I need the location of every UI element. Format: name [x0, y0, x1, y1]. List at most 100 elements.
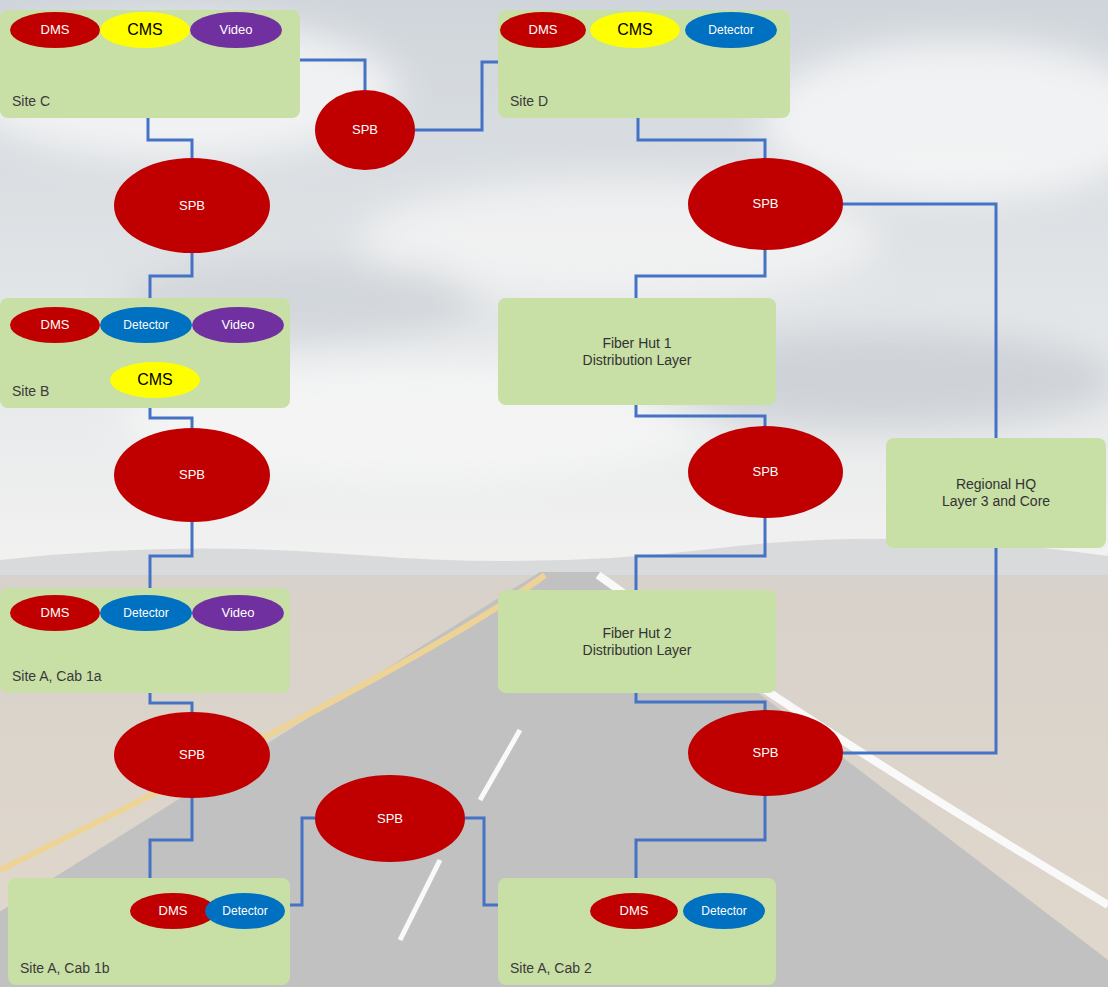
site-box: Site C DMS CMS Video: [0, 10, 300, 118]
connector-line: [636, 796, 765, 878]
ellipse-label: Detector: [222, 904, 267, 918]
ellipse-fill: [688, 426, 843, 518]
ellipse-label: CMS: [617, 20, 653, 39]
ellipse-label: SPB: [377, 811, 403, 827]
ellipse-fill: [590, 893, 678, 929]
ellipse-fill: [205, 893, 285, 929]
connector-line: [150, 693, 192, 712]
hub-box: Fiber Hut 2 Distribution Layer: [498, 590, 776, 693]
ellipse-label: DMS: [41, 317, 70, 333]
detector-ellipse: Detector: [685, 12, 777, 48]
ellipse-label: SPB: [179, 747, 205, 763]
ellipse-label: DMS: [529, 22, 558, 38]
connector-line: [843, 548, 996, 753]
dms-ellipse: DMS: [130, 893, 216, 929]
ellipse-fill: [114, 158, 270, 253]
hub-box: Fiber Hut 1 Distribution Layer: [498, 298, 776, 405]
connector-line: [415, 62, 498, 130]
connector-line: [843, 204, 996, 438]
ellipse-label: CMS: [137, 370, 173, 389]
dms-ellipse: DMS: [10, 595, 100, 631]
spb-ellipse: SPB: [114, 158, 270, 253]
ellipse-label: Detector: [123, 318, 168, 332]
ellipse-label: Video: [221, 605, 254, 621]
connector-line: [290, 818, 315, 905]
connector-line: [636, 518, 765, 590]
hub-box: Regional HQ Layer 3 and Core: [886, 438, 1106, 548]
video-ellipse: Video: [190, 12, 282, 48]
site-box: Site A, Cab 1aDMSDetectorVideo: [0, 588, 290, 693]
cms-ellipse: CMS: [100, 12, 190, 48]
connector-line: [150, 253, 192, 298]
site-box: Site A, Cab 2 DMS Detector: [498, 878, 776, 985]
ellipse-label: Detector: [708, 23, 753, 37]
box-label: Site C: [12, 93, 50, 110]
detector-ellipse: Detector: [205, 893, 285, 929]
ellipse-fill: [130, 893, 216, 929]
connector-line: [150, 408, 192, 428]
site-box: Site A, Cab 1b DMS Detector: [8, 878, 290, 985]
ellipse-fill: [100, 307, 192, 343]
ellipse-label: Detector: [701, 904, 746, 918]
dms-ellipse: DMS: [10, 307, 100, 343]
cms-ellipse: CMS: [110, 362, 200, 398]
connector-line: [150, 798, 192, 878]
spb-ellipse: SPB: [688, 426, 843, 518]
detector-ellipse: Detector: [100, 595, 192, 631]
ellipse-fill: [10, 307, 100, 343]
ellipse-fill: [500, 12, 586, 48]
video-ellipse: Video: [192, 595, 284, 631]
ellipse-label: CMS: [127, 20, 163, 39]
spb-ellipse: SPB: [315, 775, 465, 862]
ellipse-label: Detector: [123, 606, 168, 620]
ellipse-label: SPB: [752, 196, 778, 212]
connector-line: [636, 405, 765, 426]
ellipse-label: SPB: [179, 198, 205, 214]
box-label: Regional HQ Layer 3 and Core: [939, 476, 1053, 510]
connector-line: [465, 818, 498, 905]
detector-ellipse: Detector: [100, 307, 192, 343]
site-box: Site DDMSCMSDetector: [498, 10, 790, 118]
ellipse-fill: [100, 12, 190, 48]
ellipse-fill: [100, 595, 192, 631]
dms-ellipse: DMS: [10, 12, 100, 48]
ellipse-label: DMS: [41, 605, 70, 621]
connector-line: [638, 118, 765, 158]
connector-line: [150, 522, 192, 588]
connector-line: [300, 60, 365, 90]
ellipse-label: DMS: [620, 903, 649, 919]
spb-ellipse: SPB: [114, 428, 270, 522]
ellipse-fill: [114, 428, 270, 522]
spb-ellipse: SPB: [688, 158, 843, 250]
ellipse-label: SPB: [752, 464, 778, 480]
dms-ellipse: DMS: [500, 12, 586, 48]
detector-ellipse: Detector: [683, 893, 765, 929]
box-label: Fiber Hut 2 Distribution Layer: [580, 625, 694, 659]
ellipse-fill: [10, 12, 100, 48]
ellipse-fill: [190, 12, 282, 48]
box-label: Site A, Cab 2: [510, 960, 592, 977]
ellipse-label: DMS: [159, 903, 188, 919]
box-label: Site A, Cab 1b: [20, 960, 110, 977]
connector-line: [636, 250, 765, 298]
ellipse-fill: [192, 307, 284, 343]
ellipse-fill: [315, 90, 415, 170]
connector-line: [148, 118, 192, 158]
ellipse-label: SPB: [179, 467, 205, 483]
ellipse-fill: [683, 893, 765, 929]
connector-line: [636, 693, 765, 710]
ellipse-fill: [685, 12, 777, 48]
spb-ellipse: SPB: [688, 710, 843, 796]
dms-ellipse: DMS: [590, 893, 678, 929]
ellipse-fill: [110, 362, 200, 398]
video-ellipse: Video: [192, 307, 284, 343]
ellipse-label: Video: [221, 317, 254, 333]
ellipse-fill: [590, 12, 680, 48]
ellipse-fill: [114, 712, 270, 798]
spb-ellipse: SPB: [114, 712, 270, 798]
ellipse-label: SPB: [752, 745, 778, 761]
ellipse-label: Video: [219, 22, 252, 38]
box-label: Fiber Hut 1 Distribution Layer: [580, 335, 694, 369]
